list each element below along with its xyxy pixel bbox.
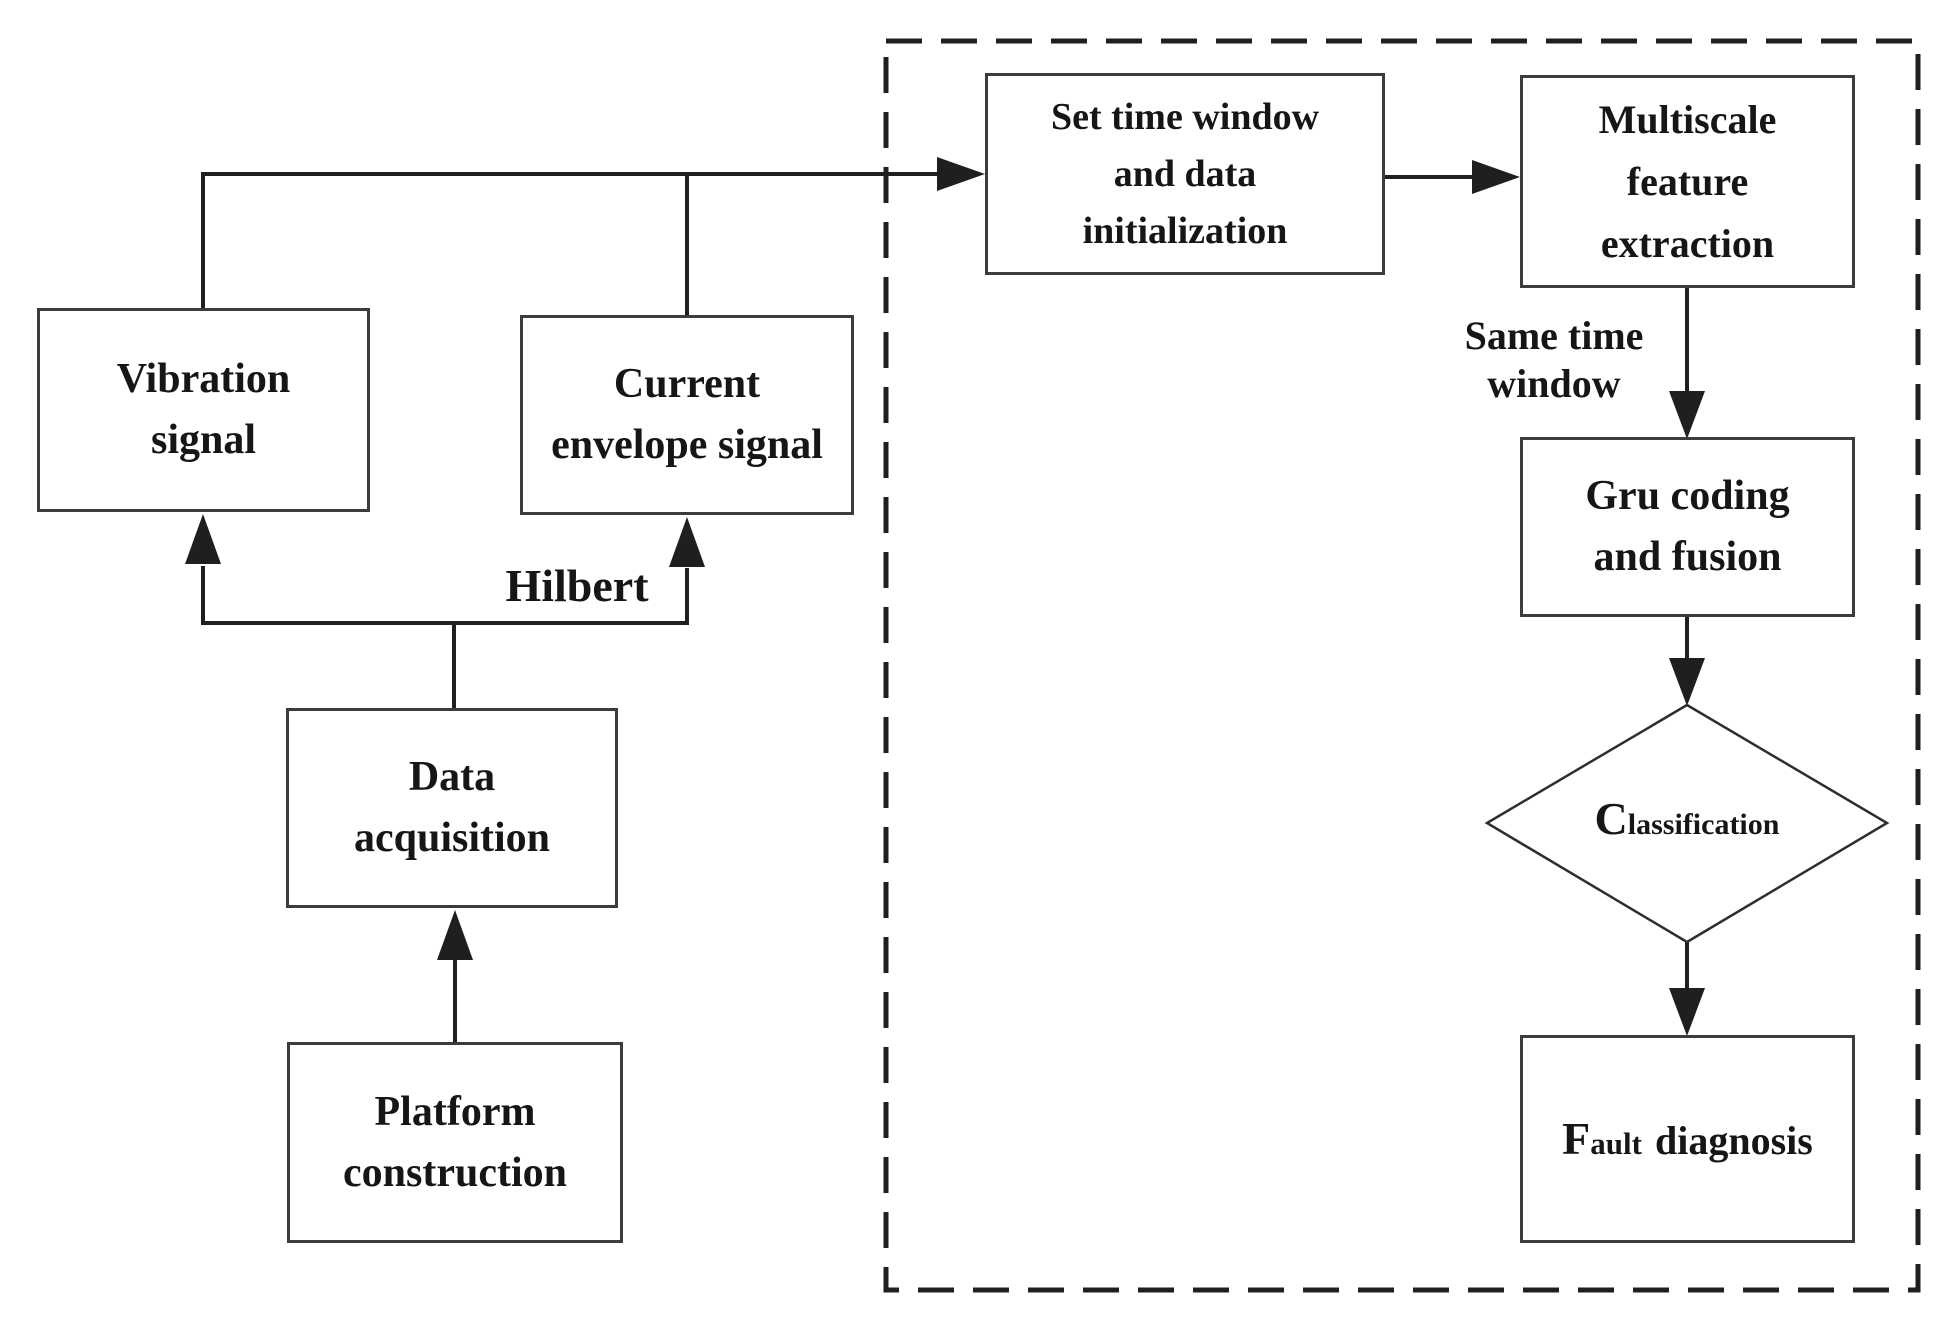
connector-multiscale-to-gru	[1669, 288, 1705, 439]
node-label-line: Set time window	[1050, 95, 1320, 138]
node-label-line: and data	[1113, 152, 1257, 195]
node-set-time-window: Set time window and data initialization	[985, 73, 1385, 275]
node-data-acquisition: Data acquisition	[286, 708, 618, 908]
edge-label-text: Hilbert	[505, 560, 649, 611]
node-label-line: envelope signal	[551, 422, 823, 468]
node-label-line: Multiscale	[1598, 96, 1777, 142]
connector-platform-to-data	[437, 910, 473, 1042]
node-label-line: and fusion	[1593, 534, 1782, 580]
node-classification-decision	[1484, 703, 1890, 944]
node-label-line: construction	[343, 1149, 567, 1196]
node-classification-label: Classification	[1487, 792, 1887, 845]
node-label-line: feature	[1626, 158, 1749, 204]
node-label-line: acquisition	[353, 815, 551, 861]
connector-data-to-signals	[185, 514, 705, 708]
node-label-rest: lassification	[1627, 808, 1780, 841]
node-label-line: Gru coding	[1585, 473, 1790, 520]
node-multiscale-feature-extraction: Multiscale feature extraction	[1520, 75, 1855, 288]
node-label-word: diagnosis	[1654, 1118, 1813, 1163]
dashed-method-boundary	[883, 38, 1921, 1293]
edge-label-hilbert: Hilbert	[457, 560, 697, 612]
edge-label-same-time-window: Same time window	[1414, 312, 1694, 408]
connector-gru-to-classification	[1669, 617, 1705, 706]
edge-label-line: window	[1487, 361, 1621, 406]
node-label-initial: F	[1562, 1113, 1591, 1164]
node-label-initial: C	[1594, 793, 1628, 844]
node-label-line: Current	[613, 361, 761, 408]
node-label-line: signal	[150, 417, 257, 463]
node-platform-construction: Platform construction	[287, 1042, 623, 1243]
connector-set-to-multiscale	[1385, 160, 1520, 194]
node-label-line: Platform	[374, 1088, 536, 1135]
node-label-line: Vibration	[116, 356, 291, 403]
node-gru-coding-fusion: Gru coding and fusion	[1520, 437, 1855, 617]
connector-signals-to-set-time-window	[201, 157, 985, 315]
edge-label-line: Same time	[1464, 313, 1644, 358]
node-label-line: extraction	[1600, 220, 1775, 266]
node-label-small: ault	[1590, 1126, 1642, 1161]
node-label-line: Data	[408, 754, 496, 801]
connector-classification-to-fault	[1669, 942, 1705, 1036]
node-label-line: initialization	[1082, 209, 1288, 252]
node-current-envelope-signal: Current envelope signal	[520, 315, 854, 515]
node-vibration-signal: Vibration signal	[37, 308, 370, 512]
